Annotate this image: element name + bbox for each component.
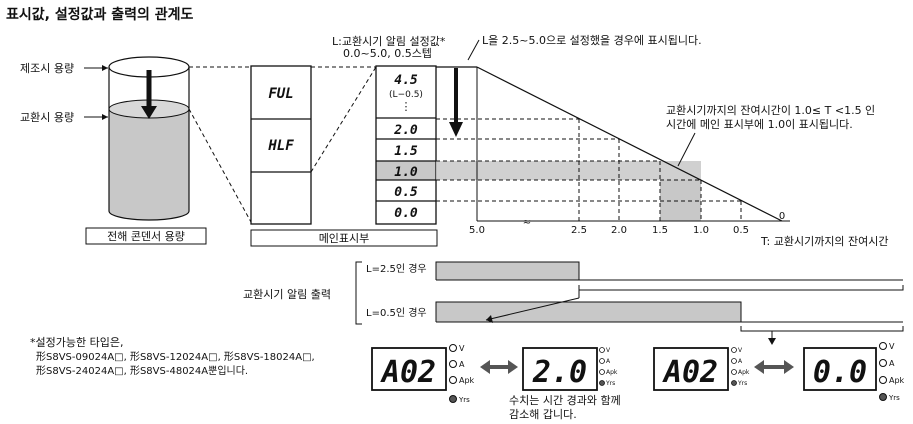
scale-value-0-0: 0.0: [394, 206, 418, 221]
display-panel-4-value: 0.0: [813, 355, 867, 390]
svg-text:V: V: [889, 342, 895, 351]
svg-text:A: A: [738, 358, 743, 365]
svg-text:Yrs: Yrs: [458, 396, 470, 404]
display-panel-2: [522, 347, 598, 391]
display-panel-1-value: A02: [380, 355, 436, 390]
label-replace-capacity: 교환시 용량: [20, 111, 74, 124]
svg-text:A: A: [889, 359, 895, 368]
scale-value-0-5: 0.5: [394, 185, 418, 200]
svg-text:Yrs: Yrs: [888, 394, 900, 402]
footnote-line3: 形S8VS-24024A□, 形S8VS-48024A뿐입니다.: [36, 364, 248, 377]
axis-tick-0-5: 0.5: [733, 225, 749, 236]
main-display-column: [250, 65, 312, 225]
axis-break-mark: ≈: [523, 217, 531, 228]
main-display-full: FUL: [268, 86, 293, 102]
display-panel-3: [653, 347, 729, 391]
callout-line2: 시간에 메인 표시부에 1.0이 표시됩니다.: [666, 118, 853, 131]
svg-text:V: V: [606, 347, 611, 354]
double-arrow-1: [480, 360, 518, 374]
display-panel-4: [803, 347, 877, 391]
indicators-panel-2: V A Apk Yrs: [599, 347, 618, 387]
axis-label: T: 교환시기까지의 잔여시간: [760, 235, 889, 248]
alarm-l25-label: L=2.5인 경우: [366, 262, 427, 275]
axis-tick-0: 0: [779, 211, 785, 222]
double-arrow-2: [754, 360, 794, 374]
svg-text:Apk: Apk: [606, 369, 618, 376]
callout-line1: 교환시기까지의 잔여시간이 1.0≤ T <1.5 인: [666, 104, 875, 117]
graph-highlight-region: [660, 180, 701, 221]
main-display-caption: 메인표시부: [319, 232, 370, 245]
setting-note-line2: 0.0~5.0, 0.5스텝: [343, 47, 432, 60]
svg-text:A: A: [606, 358, 611, 365]
footnote-line2: 形S8VS-09024A□, 形S8VS-12024A□, 形S8VS-1802…: [36, 351, 315, 363]
scale-dots: ⋮: [401, 100, 412, 113]
axis-tick-1-5: 1.5: [652, 225, 668, 236]
decrease-note-line1: 수치는 시간 경과와 함께: [509, 394, 621, 407]
svg-text:A: A: [459, 360, 465, 369]
capacitor-cylinder: [108, 56, 190, 221]
scale-top-sub: (L−0.5): [389, 90, 423, 100]
axis-tick-5-0: 5.0: [469, 225, 485, 236]
main-display-caption-box: [250, 229, 438, 247]
alarm-l05-label: L=0.5인 경우: [366, 306, 427, 319]
scale-column: [375, 65, 437, 225]
indicators-panel-4: V A Apk Yrs: [879, 342, 905, 402]
axis-tick-2-0: 2.0: [611, 225, 627, 236]
label-manufacture-capacity: 제조시 용량: [20, 62, 74, 75]
scale-value-1-0: 1.0: [394, 165, 418, 180]
svg-text:Yrs: Yrs: [605, 380, 615, 387]
indicators-panel-3: V A Apk Yrs: [731, 347, 750, 387]
svg-text:Yrs: Yrs: [737, 380, 747, 387]
svg-text:Apk: Apk: [459, 376, 475, 385]
display-panel-3-value: A02: [662, 355, 718, 390]
decrease-note-line2: 감소해 갑니다.: [509, 407, 577, 421]
setting-note-line1: L:교환시기 알림 설정값*: [332, 34, 446, 48]
indicators-panel-1: V A Apk Yrs: [449, 344, 475, 404]
alarm-l25-on-pulse: [435, 261, 580, 280]
axis-tick-2-5: 2.5: [571, 225, 587, 236]
footnote-line1: *설정가능한 타입은,: [30, 336, 123, 349]
svg-text:Apk: Apk: [889, 376, 905, 385]
capacitor-caption: 전해 콘덴서 용량: [107, 229, 185, 243]
alarm-output-label: 교환시기 알림 출력: [243, 287, 331, 301]
capacitor-caption-box: [85, 227, 207, 245]
alarm-l05-on-pulse: [435, 301, 742, 322]
scale-highlight-cell: [376, 161, 436, 180]
remaining-time-line: [476, 66, 783, 222]
display-panel-1: [371, 347, 447, 391]
scale-value-2-0: 2.0: [393, 123, 418, 138]
axis-tick-1-0: 1.0: [693, 225, 709, 236]
l-range-note: L을 2.5~5.0으로 설정했을 경우에 표시됩니다.: [482, 34, 702, 47]
svg-text:Apk: Apk: [738, 369, 750, 376]
scale-value-1-5: 1.5: [394, 144, 418, 159]
display-panel-2-value: 2.0: [532, 355, 587, 390]
main-display-half: HLF: [267, 138, 294, 154]
diagram-title: 표시값, 설정값과 출력의 관계도: [6, 6, 193, 23]
scale-top-value: 4.5: [394, 73, 418, 88]
svg-text:V: V: [459, 344, 465, 353]
svg-text:V: V: [738, 347, 743, 354]
